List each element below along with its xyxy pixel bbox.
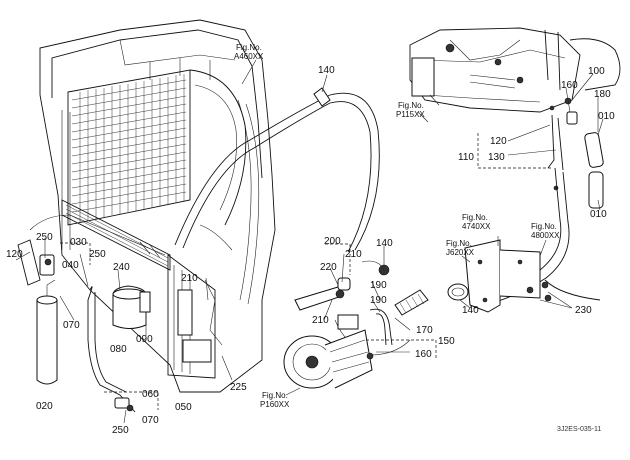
document-code: 3J2ES-035-11 xyxy=(557,426,601,433)
callout-100[interactable]: 100 xyxy=(588,66,605,77)
fig-ref-p160-label: Fig.No. xyxy=(262,391,288,400)
callout-010-lower[interactable]: 010 xyxy=(590,209,607,220)
callout-110[interactable]: 110 xyxy=(458,152,474,163)
callout-240[interactable]: 240 xyxy=(113,262,130,273)
callout-020[interactable]: 020 xyxy=(36,401,53,412)
callout-210-b[interactable]: 210 xyxy=(345,249,362,260)
callout-010-upper[interactable]: 010 xyxy=(598,111,615,122)
callout-040[interactable]: 040 xyxy=(62,260,79,271)
fig-ref-4740-code[interactable]: 4740XX xyxy=(462,222,491,231)
callout-090[interactable]: 090 xyxy=(136,334,153,345)
callout-140-mid[interactable]: 140 xyxy=(376,238,393,249)
leader-lines xyxy=(15,59,604,424)
callout-180[interactable]: 180 xyxy=(594,89,611,100)
fig-ref-4740-label: Fig.No. xyxy=(462,213,488,222)
callout-220[interactable]: 220 xyxy=(320,262,337,273)
fig-ref-4800-code[interactable]: 4800XX xyxy=(531,231,560,240)
fig-ref-j620-code[interactable]: J620XX xyxy=(446,248,475,257)
fig-ref-j620-label: Fig.No. xyxy=(446,239,472,248)
callout-120-left[interactable]: 120 xyxy=(6,249,23,260)
callout-190-a[interactable]: 190 xyxy=(370,280,387,291)
callout-120-right[interactable]: 120 xyxy=(490,136,507,147)
callout-080[interactable]: 080 xyxy=(110,344,127,355)
clamp-140-top xyxy=(313,87,331,107)
callout-130[interactable]: 130 xyxy=(488,152,505,163)
bracket-left xyxy=(17,239,55,286)
callout-060[interactable]: 060 xyxy=(142,389,159,400)
callout-225[interactable]: 225 xyxy=(230,382,247,393)
callout-140-top[interactable]: 140 xyxy=(318,65,335,76)
callout-210-a[interactable]: 210 xyxy=(181,273,198,284)
callout-210-c[interactable]: 210 xyxy=(312,315,329,326)
radiator-frame-assembly xyxy=(29,19,276,393)
callout-140-bottom[interactable]: 140 xyxy=(462,305,479,316)
callout-150[interactable]: 150 xyxy=(438,336,455,347)
compressor xyxy=(283,314,373,389)
hose-bracket xyxy=(464,239,552,313)
hvac-unit-assembly xyxy=(409,27,621,113)
fig-ref-4800-label: Fig.No. xyxy=(531,222,557,231)
callout-250-b[interactable]: 250 xyxy=(89,249,106,260)
condenser-bracket xyxy=(112,285,151,329)
callout-170[interactable]: 170 xyxy=(416,325,433,336)
fig-ref-p115-code[interactable]: P115XX xyxy=(396,110,425,119)
fig-ref-a460-code[interactable]: A460XX xyxy=(234,52,264,61)
callout-070-b[interactable]: 070 xyxy=(142,415,159,426)
callout-250-a[interactable]: 250 xyxy=(36,232,53,243)
fig-ref-p160-code[interactable]: P160XX xyxy=(260,400,290,409)
callout-050[interactable]: 050 xyxy=(175,402,192,413)
callout-030[interactable]: 030 xyxy=(70,237,87,248)
compressor-fittings xyxy=(294,260,469,360)
receiver-drier xyxy=(36,279,58,385)
liquid-pipe xyxy=(87,286,136,413)
callout-230[interactable]: 230 xyxy=(575,305,592,316)
callout-070-a[interactable]: 070 xyxy=(63,320,80,331)
hvac-fittings xyxy=(547,97,604,209)
callout-190-b[interactable]: 190 xyxy=(370,295,387,306)
callout-160-bottom[interactable]: 160 xyxy=(415,349,432,360)
callout-250-c[interactable]: 250 xyxy=(112,425,129,436)
callout-160-top[interactable]: 160 xyxy=(561,80,578,91)
callout-200[interactable]: 200 xyxy=(324,236,341,247)
fig-ref-a460-label: Fig.No. xyxy=(236,43,262,52)
fig-ref-p115-label: Fig.No. xyxy=(398,101,424,110)
